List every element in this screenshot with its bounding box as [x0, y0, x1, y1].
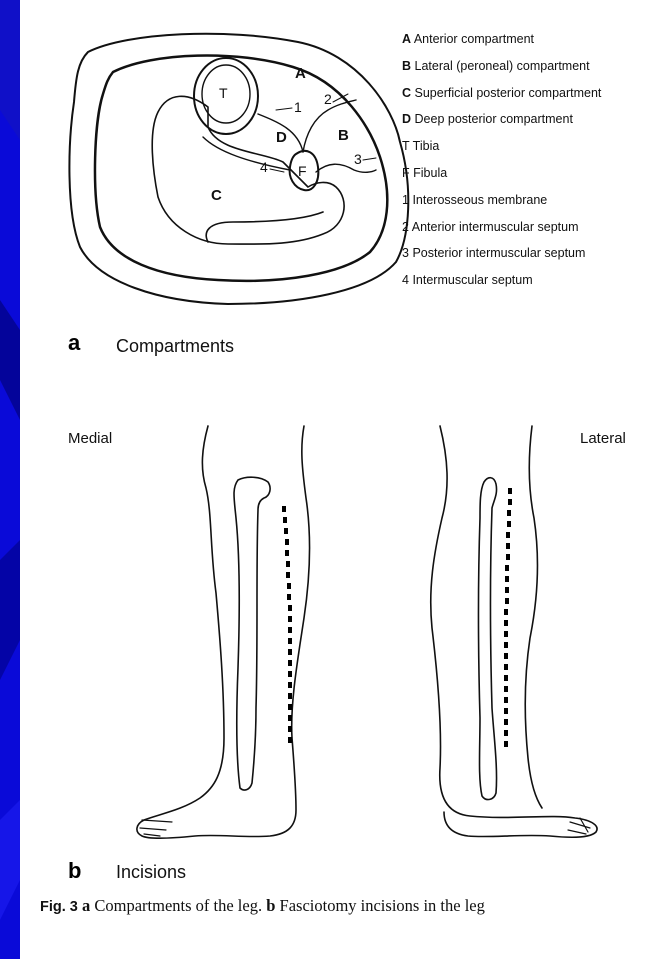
caption-b-letter: b: [266, 896, 275, 915]
figure-panel: A B C D T F 1 2 3 4 A Anterior compartme…: [20, 0, 656, 959]
lateral-fibula-outline: [479, 478, 497, 800]
compartment-legend: A Anterior compartment B Lateral (perone…: [402, 30, 601, 298]
septum-label-1: 1: [294, 99, 302, 115]
medial-leg-drawing: [120, 418, 320, 848]
posterior-septum: [316, 164, 376, 172]
legend-item-d: D Deep posterior compartment: [402, 110, 601, 137]
medial-leg-outline: [137, 426, 310, 838]
panel-a-title: Compartments: [116, 336, 234, 357]
skin-outline: [69, 34, 408, 304]
caption-b-text: Fasciotomy incisions in the leg: [280, 896, 485, 915]
legend-item-b: B Lateral (peroneal) compartment: [402, 57, 601, 84]
legend-item-t: T Tibia: [402, 137, 601, 164]
lateral-incision-line: [504, 488, 512, 747]
panel-a-letter: a: [68, 330, 80, 356]
septum-label-3: 3: [354, 151, 362, 167]
caption-a-letter: a: [82, 896, 90, 915]
cross-section-diagram: A B C D T F 1 2 3 4: [58, 22, 428, 332]
panel-b-letter: b: [68, 858, 81, 884]
legend-item-2: 2 Anterior intermuscular septum: [402, 218, 601, 245]
medial-incision-line: [282, 506, 292, 743]
region-label-t: T: [219, 85, 228, 101]
legend-item-3: 3 Posterior intermuscular septum: [402, 244, 601, 271]
legend-item-f: F Fibula: [402, 164, 601, 191]
region-label-a: A: [295, 65, 306, 82]
caption-a-text: Compartments of the leg.: [94, 896, 262, 915]
region-label-d: D: [276, 129, 287, 146]
region-label-f: F: [298, 163, 307, 179]
anterior-septum: [303, 100, 356, 152]
septum-label-2: 2: [324, 91, 332, 107]
lateral-leg-drawing: [420, 418, 620, 848]
legend-item-1: 1 Interosseous membrane: [402, 191, 601, 218]
legend-item-a: A Anterior compartment: [402, 30, 601, 57]
deep-fascia-outline: [95, 56, 387, 281]
medial-tibia-outline: [234, 477, 270, 790]
region-label-c: C: [211, 187, 222, 204]
caption-fig-label: Fig. 3: [40, 899, 78, 915]
region-label-b: B: [338, 127, 349, 144]
figure-caption: Fig. 3 a Compartments of the leg. b Fasc…: [40, 896, 485, 916]
septum-label-4: 4: [260, 159, 268, 175]
panel-b-title: Incisions: [116, 862, 186, 883]
legend-item-4: 4 Intermuscular septum: [402, 271, 601, 298]
medial-label: Medial: [68, 430, 112, 447]
lateral-leg-outline: [431, 426, 597, 837]
medial-toes: [140, 820, 172, 836]
legend-item-c: C Superficial posterior compartment: [402, 84, 601, 111]
compartment-c-lower: [206, 212, 323, 242]
